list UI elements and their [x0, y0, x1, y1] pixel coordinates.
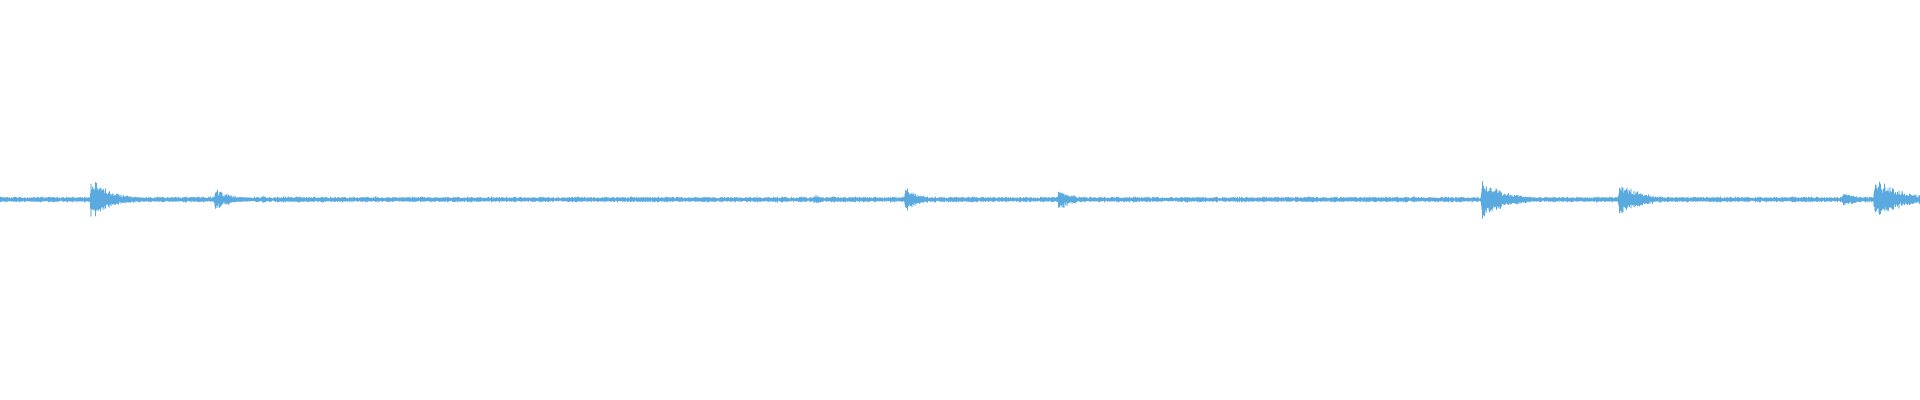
- audio-waveform-panel[interactable]: [0, 0, 1920, 400]
- audio-waveform[interactable]: [0, 0, 1920, 400]
